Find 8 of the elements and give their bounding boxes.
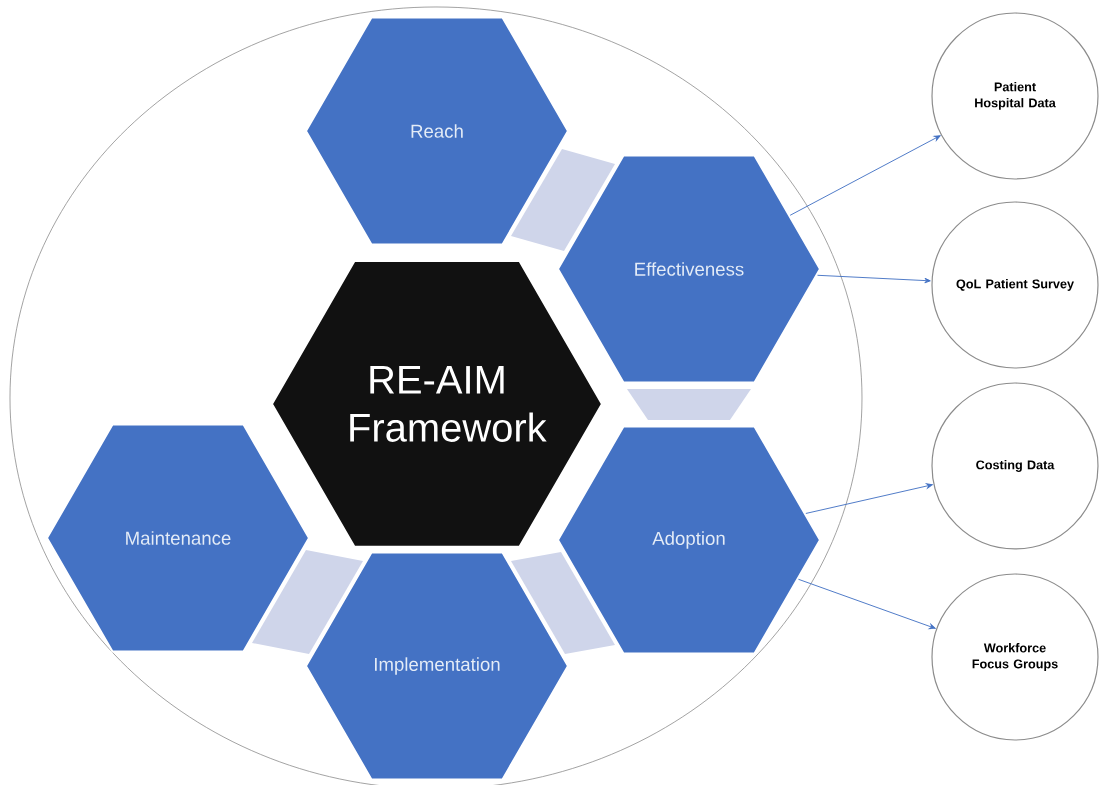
arrow	[817, 274, 931, 284]
trapezoid	[511, 552, 615, 654]
trapezoid	[252, 550, 363, 654]
arrow	[798, 578, 936, 630]
arrow	[789, 135, 941, 216]
trapezoid	[511, 149, 615, 251]
arrow	[805, 483, 933, 514]
trapezoid	[626, 389, 751, 420]
